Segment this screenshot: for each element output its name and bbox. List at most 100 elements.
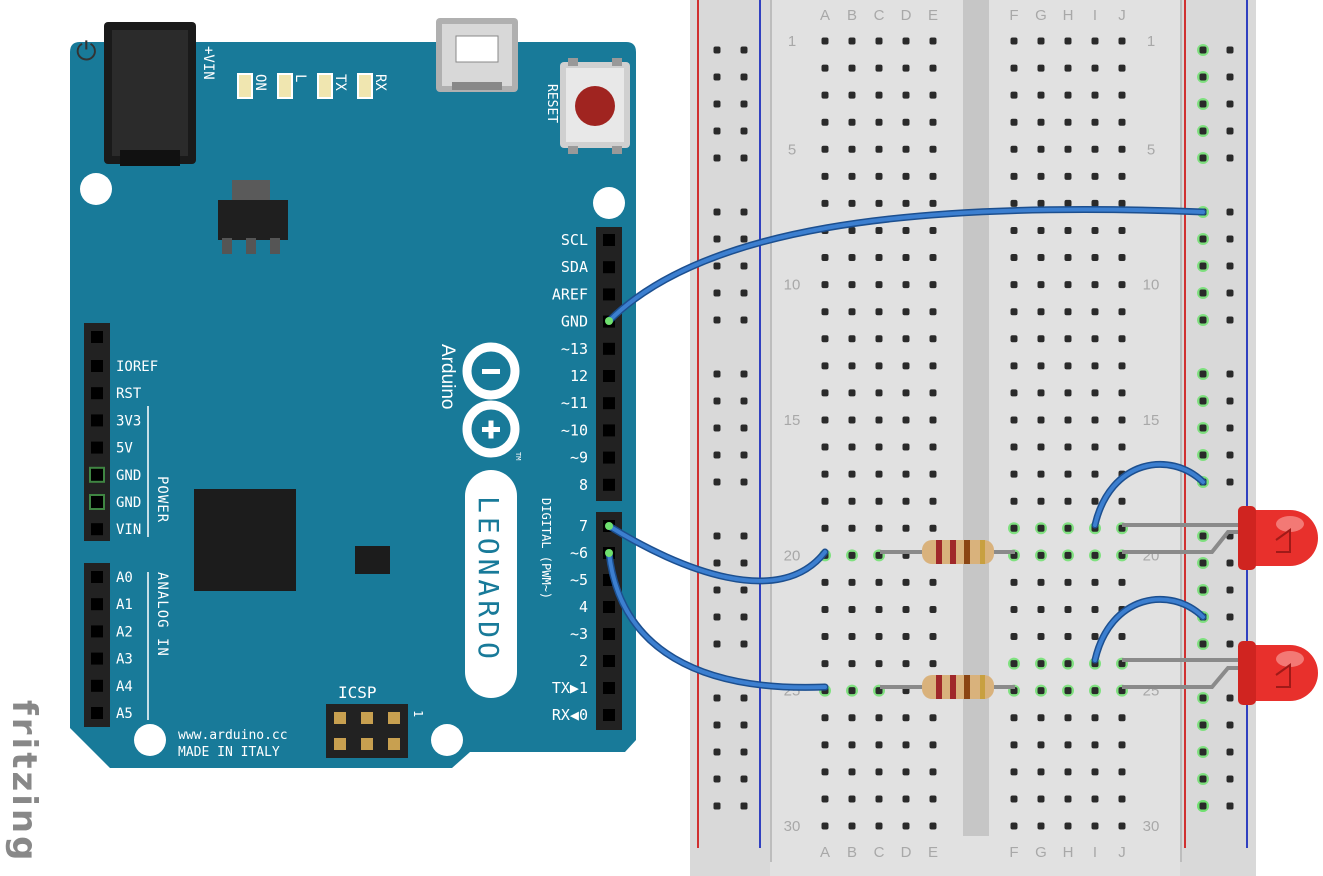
breadboard-hole xyxy=(1037,254,1045,262)
column-label-top: G xyxy=(1035,7,1047,24)
vin-label: +VIN xyxy=(200,46,216,80)
rail-hole xyxy=(1199,559,1207,567)
breadboard-hole xyxy=(929,470,937,478)
breadboard-hole xyxy=(1037,633,1045,641)
breadboard-hole xyxy=(1091,308,1099,316)
breadboard-hole xyxy=(1037,145,1045,153)
header-pin xyxy=(91,625,103,638)
breadboard-hole xyxy=(929,226,937,234)
breadboard-hole xyxy=(1118,308,1126,316)
breadboard-hole xyxy=(929,91,937,99)
header-pin xyxy=(603,397,615,410)
rail-hole xyxy=(1226,721,1234,729)
breadboard-hole xyxy=(1064,470,1072,478)
breadboard-hole xyxy=(1010,37,1018,45)
column-label-bottom: H xyxy=(1063,844,1074,861)
pin-label: IOREF xyxy=(116,359,158,375)
header-pin xyxy=(603,342,615,355)
breadboard-hole xyxy=(821,91,829,99)
rail-hole xyxy=(1199,316,1207,324)
breadboard-hole xyxy=(1037,389,1045,397)
rail-hole xyxy=(1226,694,1234,702)
pin-label: 5V xyxy=(116,441,133,457)
analog-header xyxy=(84,563,110,727)
pin-label: RST xyxy=(116,386,142,402)
led-1 xyxy=(1238,506,1318,570)
icsp-label: ICSP xyxy=(338,683,377,702)
rail-hole xyxy=(740,559,748,567)
breadboard-hole xyxy=(848,254,856,262)
breadboard-hole xyxy=(821,578,829,586)
rail-hole xyxy=(1226,802,1234,810)
breadboard-hole xyxy=(929,524,937,532)
rail-hole xyxy=(740,235,748,243)
breadboard-hole xyxy=(1064,91,1072,99)
rail-hole xyxy=(713,262,721,270)
breadboard-hole xyxy=(902,524,910,532)
breadboard-hole xyxy=(1037,362,1045,370)
breadboard-hole xyxy=(1091,64,1099,72)
breadboard-hole xyxy=(1064,362,1072,370)
rail-hole xyxy=(1199,451,1207,459)
breadboard-hole xyxy=(1037,741,1045,749)
header-pin xyxy=(91,360,103,372)
breadboard-hole xyxy=(1091,605,1099,613)
breadboard-hole xyxy=(1091,91,1099,99)
rail-hole xyxy=(1226,316,1234,324)
breadboard-hole xyxy=(1010,416,1018,424)
breadboard-hole xyxy=(875,633,883,641)
microcontroller-chip xyxy=(194,489,296,591)
header-pin xyxy=(603,261,615,274)
breadboard-hole xyxy=(929,714,937,722)
rail-hole xyxy=(1199,127,1207,135)
breadboard-hole xyxy=(1091,172,1099,180)
breadboard-hole xyxy=(1037,172,1045,180)
reset-button-cap[interactable] xyxy=(575,86,615,126)
breadboard-hole xyxy=(1091,551,1099,559)
breadboard-hole xyxy=(1064,741,1072,749)
rail-hole xyxy=(713,721,721,729)
breadboard-hole xyxy=(1064,714,1072,722)
breadboard-hole xyxy=(902,64,910,72)
breadboard-hole xyxy=(821,308,829,316)
column-label-bottom: F xyxy=(1009,844,1018,861)
pin-label: A5 xyxy=(116,706,133,722)
breadboard-hole xyxy=(929,308,937,316)
column-label-top: E xyxy=(928,7,938,24)
wire-pin7 xyxy=(607,524,827,583)
breadboard-hole xyxy=(1091,822,1099,830)
breadboard-hole xyxy=(929,741,937,749)
breadboard-hole xyxy=(821,389,829,397)
rail-hole xyxy=(740,154,748,162)
breadboard-hole xyxy=(1091,633,1099,641)
breadboard-hole xyxy=(1118,795,1126,803)
column-label-bottom: D xyxy=(901,844,912,861)
wire-gnd xyxy=(607,207,1205,323)
breadboard-hole xyxy=(821,362,829,370)
rail-hole xyxy=(740,721,748,729)
breadboard-hole xyxy=(902,199,910,207)
reset-button[interactable] xyxy=(560,58,630,154)
icsp-pin xyxy=(361,712,373,724)
breadboard-hole xyxy=(929,605,937,613)
breadboard-hole xyxy=(1064,199,1072,207)
breadboard-hole xyxy=(1118,362,1126,370)
pin-label: ~10 xyxy=(561,421,588,439)
rail-hole xyxy=(740,613,748,621)
breadboard-hole xyxy=(902,362,910,370)
breadboard-hole xyxy=(821,281,829,289)
power-polarity-symbol: ⏻ xyxy=(76,36,97,66)
icsp-pin xyxy=(388,712,400,724)
breadboard-hole xyxy=(1064,389,1072,397)
breadboard-hole xyxy=(902,37,910,45)
rail-hole xyxy=(1226,451,1234,459)
breadboard-hole xyxy=(1037,118,1045,126)
breadboard-hole xyxy=(1037,335,1045,343)
rail-hole xyxy=(1199,370,1207,378)
digital-label: DIGITAL (PWM~) xyxy=(539,498,553,599)
breadboard-hole xyxy=(929,254,937,262)
breadboard-hole xyxy=(1010,389,1018,397)
breadboard-hole xyxy=(929,578,937,586)
